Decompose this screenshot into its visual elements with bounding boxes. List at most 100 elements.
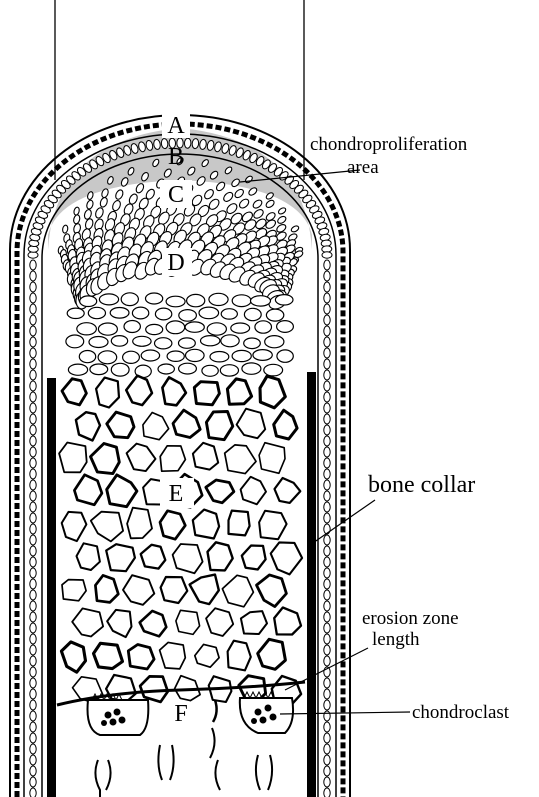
chondrocyte [77, 323, 97, 335]
zone-label-c: C [168, 182, 184, 208]
hypertrophic-cell [229, 511, 250, 536]
zone-label-a: A [167, 113, 185, 139]
chondrocyte [79, 351, 95, 363]
perichondrial-cell [30, 359, 36, 369]
chondrocyte [238, 197, 251, 209]
hypertrophic-cell [222, 575, 253, 607]
perichondrial-cell [324, 282, 330, 292]
chondrocyte [86, 199, 94, 209]
chondrocyte [252, 199, 264, 210]
perichondrial-cell [324, 436, 330, 446]
bone-collar-right [307, 372, 316, 797]
hypertrophic-cell [91, 444, 120, 474]
hypertrophic-cell [208, 542, 233, 570]
perichondrial-cell [324, 656, 330, 666]
chondrocyte [68, 364, 87, 375]
chondrocyte [123, 351, 140, 363]
perichondrial-cell [324, 788, 330, 797]
perichondrial-cell [324, 337, 330, 347]
chondrocyte [179, 310, 197, 322]
chondrocyte [187, 294, 205, 306]
hypertrophic-cell [227, 379, 251, 404]
chondrocyte [99, 294, 118, 305]
chondrocyte [111, 336, 127, 347]
hypertrophic-cell [160, 642, 186, 669]
chondrocyte [277, 321, 294, 333]
hypertrophic-cell [161, 577, 188, 603]
perichondrial-cell [30, 623, 36, 633]
perichondrial-cell [30, 260, 36, 270]
chondrocyte [202, 365, 218, 376]
chondrocyte [179, 338, 196, 348]
perichondrial-cell [324, 744, 330, 754]
chondrocyte [186, 349, 205, 361]
perichondrial-cell [324, 381, 330, 391]
perichondrial-cell [30, 513, 36, 523]
chondrocyte [264, 364, 283, 376]
perichondrial-cell [324, 458, 330, 468]
perichondrial-cell [324, 689, 330, 699]
hypertrophic-cell [96, 378, 119, 408]
bone-collar-left [47, 378, 56, 797]
hypertrophic-cell [61, 642, 85, 672]
hypertrophic-cell [190, 575, 219, 605]
perichondrial-cell [30, 711, 36, 721]
zone-label-e: E [169, 481, 184, 507]
perichondrial-cell [30, 645, 36, 655]
chondroproliferation-label: chondroproliferation [310, 134, 468, 155]
perichondrial-cell [324, 425, 330, 435]
perichondrial-cell [30, 777, 36, 787]
chondrocyte [277, 207, 286, 216]
hypertrophic-cell [193, 510, 219, 539]
hypertrophic-cell [76, 412, 100, 440]
chondrocyte [275, 295, 293, 305]
chondrocyte [233, 188, 245, 199]
perichondrial-cell [324, 568, 330, 578]
chondrocyte [167, 351, 184, 361]
perichondrial-cell [324, 348, 330, 358]
hypertrophic-cell [62, 512, 87, 541]
chondrocyte [166, 296, 185, 307]
zone-label-b: B [168, 144, 184, 170]
chondrocyte [158, 364, 174, 374]
hypertrophic-cell [94, 643, 123, 668]
perichondrial-cell [324, 535, 330, 545]
chondrocyte [111, 199, 122, 212]
perichondrial-cell [324, 326, 330, 336]
hypertrophic-cell [176, 610, 200, 634]
perichondrial-cell [30, 579, 36, 589]
hypertrophic-cell [126, 376, 152, 406]
chondrocyte [277, 350, 293, 362]
hypertrophic-cell [95, 575, 118, 602]
hypertrophic-cell [143, 413, 169, 440]
perichondrial-cell [30, 502, 36, 512]
chondrocyte [141, 350, 159, 361]
perichondrial-cell [30, 535, 36, 545]
perichondrial-cell [324, 304, 330, 314]
hypertrophic-cell [260, 376, 285, 408]
perichondrial-cell [30, 293, 36, 303]
perichondrial-cell [30, 722, 36, 732]
chondrocyte [266, 309, 283, 321]
chondrocyte [221, 335, 239, 347]
perichondrial-cell [324, 601, 330, 611]
perichondrial-cell [324, 403, 330, 413]
chondrocyte [73, 214, 81, 224]
hypertrophic-cell [206, 608, 233, 636]
erosion-zone-label: erosion zone [362, 608, 459, 629]
perichondrial-cell [324, 612, 330, 622]
hypertrophic-cell [259, 511, 287, 540]
bone-collar-label: bone collar [368, 472, 475, 498]
perichondrial-cell [324, 678, 330, 688]
hypertrophic-cell [206, 412, 232, 440]
chondrocyte [276, 215, 287, 225]
perichondrial-cell [30, 425, 36, 435]
chondrocyte [232, 350, 251, 361]
chondrocyte [155, 308, 171, 320]
chondrocyte [62, 225, 68, 234]
hypertrophic-cell [107, 610, 131, 637]
chondrocyte [220, 365, 238, 376]
perichondrial-cell [30, 667, 36, 677]
perichondrial-cell [30, 271, 36, 281]
chondrocyte [110, 308, 129, 319]
